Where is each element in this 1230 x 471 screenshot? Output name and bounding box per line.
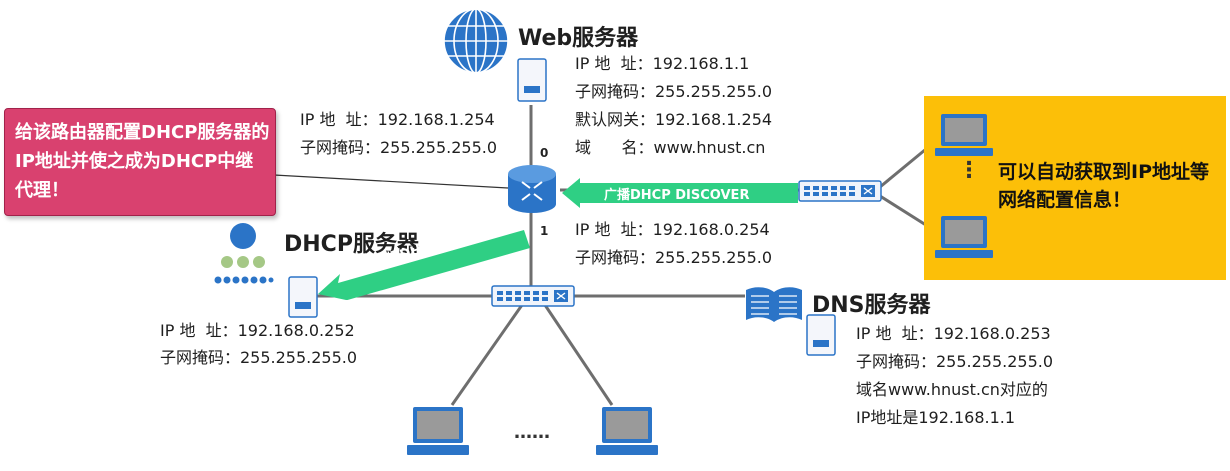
callout-pointer <box>273 174 509 189</box>
broadcast-discover-label: 广播DHCP DISCOVER <box>604 188 750 203</box>
link-lan-host-right <box>543 304 614 406</box>
dns-server-note-1: 域名www.hnust.cn对应的 <box>856 380 1048 399</box>
dhcp-server-ip: IP 地 址：192.168.0.252 <box>160 321 355 340</box>
web-server-title: Web服务器 <box>518 26 639 51</box>
auto-config-note: 可以自动获取到IP地址等网络配置信息！ <box>998 161 1209 211</box>
link-lan-host-left <box>450 304 524 406</box>
remote-hosts-dots: ⋮ <box>958 158 980 183</box>
web-server-icon <box>517 58 547 102</box>
dhcp-server-icon <box>288 276 318 318</box>
router-port-0: 0 <box>540 146 549 160</box>
web-server-ip: IP 地 址：192.168.1.1 <box>575 54 750 73</box>
web-server-domain: 域 名：www.hnust.cn <box>575 138 766 157</box>
lan-hosts-dots: …… <box>514 422 550 443</box>
dns-server-title: DNS服务器 <box>812 293 931 318</box>
globe-icon <box>443 8 509 74</box>
router-if0-mask: 子网掩码：255.255.255.0 <box>300 138 498 157</box>
dns-book-icon <box>746 287 802 322</box>
web-server-mask: 子网掩码：255.255.255.0 <box>575 82 773 101</box>
dhcp-server-title: DHCP服务器 <box>284 232 419 257</box>
remote-host-bottom-icon <box>935 216 993 258</box>
dhcp-server-mask: 子网掩码：255.255.255.0 <box>160 348 358 367</box>
unicast-discover-arrow <box>318 230 530 300</box>
dns-server-note-2: IP地址是192.168.1.1 <box>856 408 1016 427</box>
router-if1-mask: 子网掩码：255.255.255.0 <box>575 248 773 267</box>
relay-agent-callout: 给该路由器配置DHCP服务器的IP地址并使之成为DHCP中继代理！ <box>4 108 276 216</box>
broadcast-discover-arrow <box>562 178 798 208</box>
dhcp-clients-icon <box>214 223 274 284</box>
dns-server-mask: 子网掩码：255.255.255.0 <box>856 352 1054 371</box>
router-if0-ip: IP 地 址：192.168.1.254 <box>300 110 495 129</box>
dns-server-ip: IP 地 址：192.168.0.253 <box>856 324 1051 343</box>
lan-switch-icon <box>491 285 575 307</box>
web-server-gateway: 默认网关：192.168.1.254 <box>575 110 773 129</box>
relay-agent-callout-text: 给该路由器配置DHCP服务器的IP地址并使之成为DHCP中继代理！ <box>15 122 270 201</box>
remote-host-top-icon <box>935 114 993 156</box>
router-if1-ip: IP 地 址：192.168.0.254 <box>575 220 770 239</box>
lan-host-right-icon <box>596 407 658 455</box>
dns-server-icon <box>806 314 836 356</box>
router-icon <box>508 165 556 213</box>
remote-switch-icon <box>798 180 882 202</box>
lan-host-left-icon <box>407 407 469 455</box>
router-port-1: 1 <box>540 224 549 238</box>
